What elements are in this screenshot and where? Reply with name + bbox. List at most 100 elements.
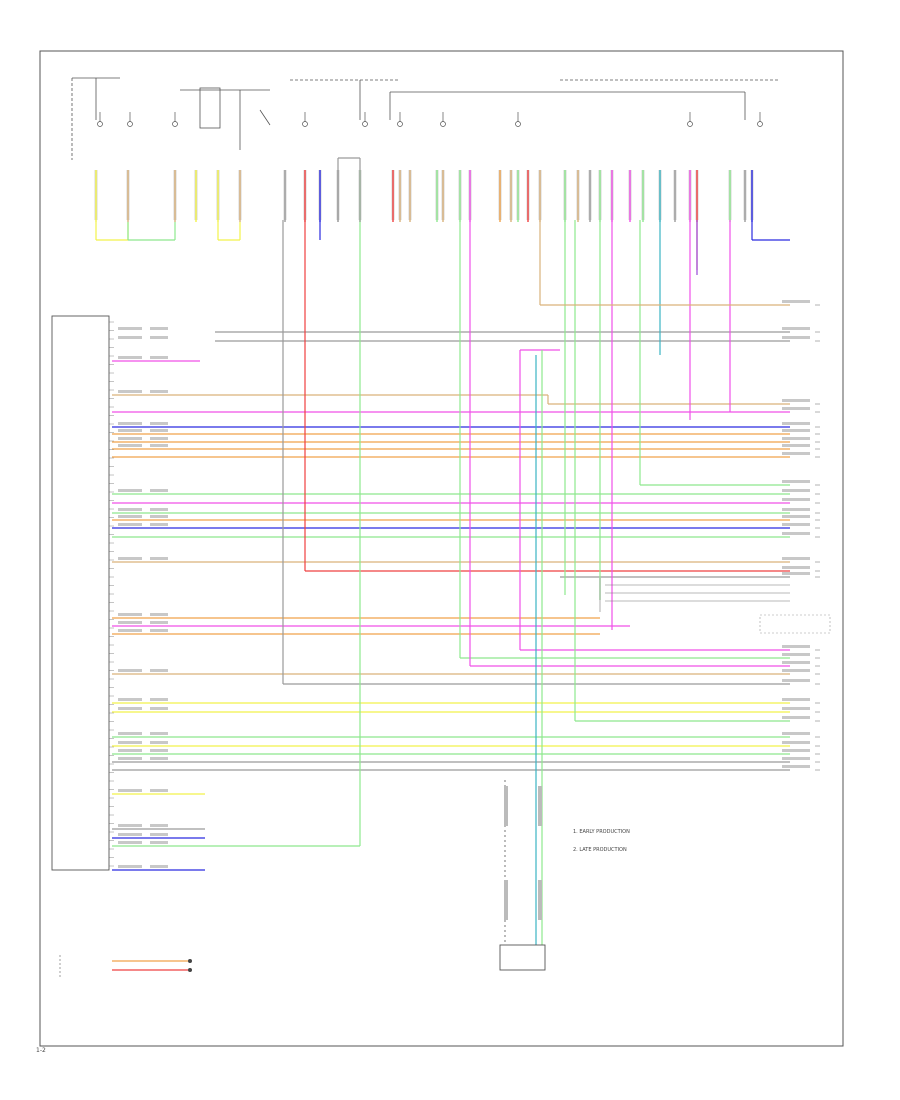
pin-label-a-7 bbox=[118, 444, 142, 447]
pin-label-b-10 bbox=[150, 515, 168, 518]
pin-label-a-20 bbox=[118, 741, 142, 744]
wire-harness bbox=[95, 157, 790, 871]
right-label-0 bbox=[782, 300, 810, 303]
pin-label-a-1 bbox=[118, 336, 142, 339]
right-label-8 bbox=[782, 444, 810, 447]
fuse-6 bbox=[440, 121, 446, 127]
pin-label-a-2 bbox=[118, 356, 142, 359]
pin-label-a-5 bbox=[118, 429, 142, 432]
pin-label-b-25 bbox=[150, 833, 168, 836]
fuse-2 bbox=[172, 121, 178, 127]
right-label-24 bbox=[782, 679, 810, 682]
right-label-4 bbox=[782, 407, 810, 410]
pin-label-a-23 bbox=[118, 789, 142, 792]
pin-label-a-24 bbox=[118, 824, 142, 827]
pin-label-a-3 bbox=[118, 390, 142, 393]
pin-label-b-8 bbox=[150, 489, 168, 492]
fuse-9 bbox=[757, 121, 763, 127]
right-label-1 bbox=[782, 327, 810, 330]
right-label-28 bbox=[782, 732, 810, 735]
pin-label-b-18 bbox=[150, 707, 168, 710]
pin-label-b-21 bbox=[150, 749, 168, 752]
fuse-0 bbox=[97, 121, 103, 127]
pin-label-b-17 bbox=[150, 698, 168, 701]
right-label-30 bbox=[782, 749, 810, 752]
instrument-cluster bbox=[59, 955, 192, 978]
pin-label-a-10 bbox=[118, 515, 142, 518]
right-label-15 bbox=[782, 523, 810, 526]
diagram-border bbox=[39, 50, 844, 1047]
right-label-3 bbox=[782, 399, 810, 402]
pin-label-b-16 bbox=[150, 669, 168, 672]
pin-label-a-26 bbox=[118, 841, 142, 844]
fuse-4 bbox=[362, 121, 368, 127]
bottom-sensor-harness bbox=[499, 350, 546, 971]
transmission-range-table bbox=[599, 578, 831, 634]
note-early: 1. EARLY PRODUCTION bbox=[573, 829, 630, 835]
pin-label-a-11 bbox=[118, 523, 142, 526]
pin-label-b-15 bbox=[150, 629, 168, 632]
pin-label-a-27 bbox=[118, 865, 142, 868]
powertrain-control-module-box bbox=[51, 315, 110, 871]
right-label-16 bbox=[782, 532, 810, 535]
pin-label-b-0 bbox=[150, 327, 168, 330]
fuse-8 bbox=[687, 121, 693, 127]
right-label-5 bbox=[782, 422, 810, 425]
pin-label-b-26 bbox=[150, 841, 168, 844]
fuse-5 bbox=[397, 121, 403, 127]
pin-label-a-16 bbox=[118, 669, 142, 672]
right-label-12 bbox=[782, 498, 810, 501]
right-label-2 bbox=[782, 336, 810, 339]
pin-label-a-0 bbox=[118, 327, 142, 330]
note-late: 2. LATE PRODUCTION bbox=[573, 847, 627, 853]
pin-label-b-1 bbox=[150, 336, 168, 339]
right-label-31 bbox=[782, 757, 810, 760]
pin-label-b-14 bbox=[150, 621, 168, 624]
pin-label-a-6 bbox=[118, 437, 142, 440]
footer-code: 1-2 bbox=[36, 1047, 46, 1054]
fuse-3 bbox=[302, 121, 308, 127]
pin-label-a-15 bbox=[118, 629, 142, 632]
connector-stubs bbox=[94, 170, 754, 222]
right-label-6 bbox=[782, 429, 810, 432]
right-label-7 bbox=[782, 437, 810, 440]
right-label-25 bbox=[782, 698, 810, 701]
right-label-17 bbox=[782, 557, 810, 560]
pin-label-b-11 bbox=[150, 523, 168, 526]
sensor-box bbox=[499, 944, 546, 971]
right-label-18 bbox=[782, 566, 810, 569]
pin-label-a-14 bbox=[118, 621, 142, 624]
pin-label-b-24 bbox=[150, 824, 168, 827]
pin-label-a-13 bbox=[118, 613, 142, 616]
pin-label-b-2 bbox=[150, 356, 168, 359]
right-label-26 bbox=[782, 707, 810, 710]
pin-label-b-6 bbox=[150, 437, 168, 440]
pin-label-a-12 bbox=[118, 557, 142, 560]
pin-label-b-4 bbox=[150, 422, 168, 425]
top-power-bus bbox=[71, 77, 780, 160]
right-label-21 bbox=[782, 653, 810, 656]
pin-label-b-5 bbox=[150, 429, 168, 432]
right-label-10 bbox=[782, 480, 810, 483]
pin-label-b-20 bbox=[150, 741, 168, 744]
pin-label-a-25 bbox=[118, 833, 142, 836]
pin-label-b-13 bbox=[150, 613, 168, 616]
pin-label-a-4 bbox=[118, 422, 142, 425]
pin-label-b-19 bbox=[150, 732, 168, 735]
right-label-32 bbox=[782, 765, 810, 768]
module-pins bbox=[109, 321, 114, 867]
pin-label-b-27 bbox=[150, 865, 168, 868]
pin-label-b-3 bbox=[150, 390, 168, 393]
right-label-14 bbox=[782, 515, 810, 518]
right-label-13 bbox=[782, 508, 810, 511]
pin-label-b-22 bbox=[150, 757, 168, 760]
pin-label-b-9 bbox=[150, 508, 168, 511]
pin-label-b-7 bbox=[150, 444, 168, 447]
pin-label-b-12 bbox=[150, 557, 168, 560]
right-label-11 bbox=[782, 489, 810, 492]
pin-label-a-17 bbox=[118, 698, 142, 701]
pin-label-a-9 bbox=[118, 508, 142, 511]
fuse-7 bbox=[515, 121, 521, 127]
right-label-19 bbox=[782, 572, 810, 575]
